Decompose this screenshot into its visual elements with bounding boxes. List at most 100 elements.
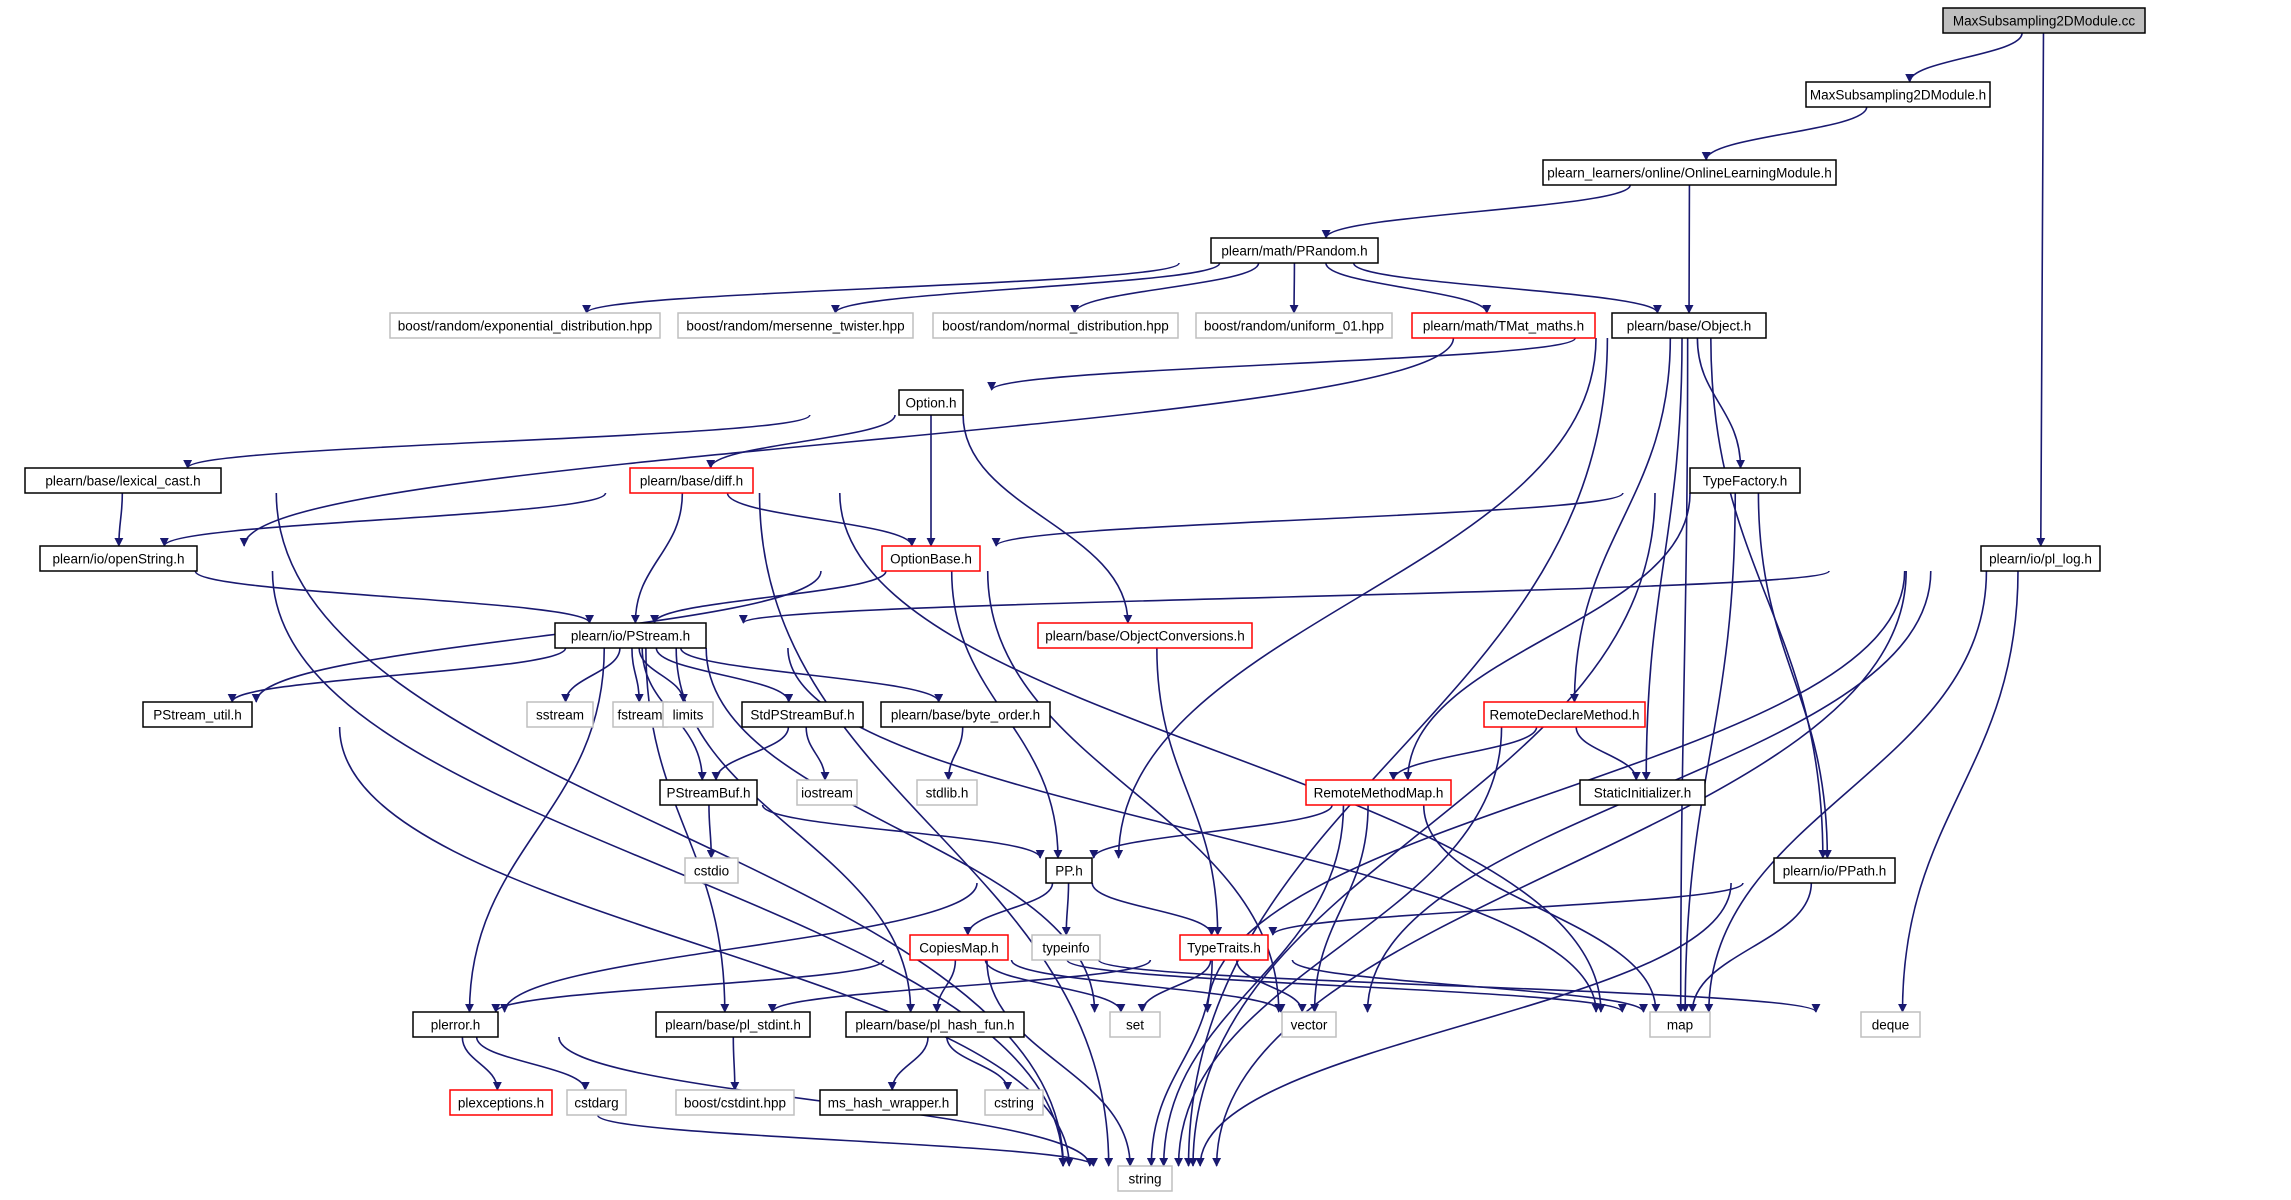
node-box-cstdio	[684, 857, 739, 884]
node-plhash[interactable]: plearn/base/pl_hash_fun.h	[845, 1011, 1025, 1038]
node-rmm[interactable]: RemoteMethodMap.h	[1305, 779, 1452, 806]
node-box-plhash	[845, 1011, 1025, 1038]
node-copiesmap[interactable]: CopiesMap.h	[909, 934, 1009, 961]
edge-diff-to-map	[838, 492, 1606, 1013]
node-optionbase[interactable]: OptionBase.h	[881, 545, 981, 572]
node-box-typefactory	[1689, 467, 1801, 494]
edge-copiesmap-to-string	[986, 959, 1135, 1167]
edge-object-to-option	[987, 337, 1577, 391]
node-box-cstring	[984, 1089, 1044, 1116]
node-pstream[interactable]: plearn/io/PStream.h	[554, 622, 707, 649]
node-pph[interactable]: PP.h	[1045, 857, 1093, 884]
node-root[interactable]: MaxSubsampling2DModule.cc	[1942, 7, 2146, 34]
node-rdm[interactable]: RemoteDeclareMethod.h	[1483, 701, 1646, 728]
node-stdlib[interactable]: stdlib.h	[916, 779, 978, 806]
node-stdpsb[interactable]: StdPStreamBuf.h	[741, 701, 864, 728]
node-label-copiesmap: CopiesMap.h	[919, 941, 999, 956]
node-label-ppath: plearn/io/PPath.h	[1783, 864, 1887, 879]
edge-pllog-to-string	[1212, 570, 1907, 1167]
node-cstring[interactable]: cstring	[984, 1089, 1044, 1116]
edge-typefactory-to-ppath	[1757, 492, 1832, 859]
node-tmat[interactable]: plearn/math/TMat_maths.h	[1411, 312, 1596, 339]
node-byteorder[interactable]: plearn/base/byte_order.h	[880, 701, 1051, 728]
node-box-limits	[662, 701, 714, 728]
edges-layer	[114, 32, 2046, 1167]
node-box-openstring	[39, 545, 198, 572]
node-psbuf[interactable]: PStreamBuf.h	[659, 779, 758, 806]
node-ppath[interactable]: plearn/io/PPath.h	[1773, 857, 1896, 884]
edge-object-to-pph	[1114, 337, 1597, 859]
edge-copiesmap-to-set	[984, 959, 1126, 1013]
node-pstreamutil[interactable]: PStream_util.h	[142, 701, 253, 728]
node-object[interactable]: plearn/base/Object.h	[1611, 312, 1767, 339]
node-label-root: MaxSubsampling2DModule.cc	[1953, 14, 2136, 29]
node-label-plstdint: plearn/base/pl_stdint.h	[665, 1018, 801, 1033]
node-label-fstream: fstream	[617, 708, 662, 723]
node-typetraits[interactable]: TypeTraits.h	[1179, 934, 1269, 961]
edge-pstream-to-sstream	[561, 647, 621, 703]
edge-prandom-to-bmt	[831, 262, 1221, 314]
node-bmt[interactable]: boost/random/mersenne_twister.hpp	[677, 312, 914, 339]
node-label-object: plearn/base/Object.h	[1627, 319, 1752, 334]
edge-objconv-to-typetraits	[1156, 647, 1223, 936]
node-label-byteorder: plearn/base/byte_order.h	[891, 708, 1040, 723]
node-cstdarg[interactable]: cstdarg	[566, 1089, 627, 1116]
node-bexp[interactable]: boost/random/exponential_distribution.hp…	[389, 312, 661, 339]
node-typeinfo[interactable]: typeinfo	[1031, 934, 1101, 961]
node-label-bmt: boost/random/mersenne_twister.hpp	[686, 319, 904, 334]
node-deque[interactable]: deque	[1860, 1011, 1921, 1038]
node-plerror[interactable]: plerror.h	[412, 1011, 499, 1038]
node-pllog[interactable]: plearn/io/pl_log.h	[1980, 545, 2101, 572]
node-label-stdpsb: StdPStreamBuf.h	[750, 708, 854, 723]
node-box-diff	[629, 467, 754, 494]
node-bnorm[interactable]: boost/random/normal_distribution.hpp	[932, 312, 1179, 339]
node-typefactory[interactable]: TypeFactory.h	[1689, 467, 1801, 494]
node-label-psbuf: PStreamBuf.h	[666, 786, 750, 801]
node-bcstdint[interactable]: boost/cstdint.hpp	[675, 1089, 795, 1116]
node-mshash[interactable]: ms_hash_wrapper.h	[819, 1089, 958, 1116]
edge-pstream-to-stdpsb	[655, 647, 794, 703]
edge-object-to-rdm	[1569, 337, 1672, 703]
edge-pstream-to-limits	[638, 647, 688, 703]
node-vector[interactable]: vector	[1281, 1011, 1337, 1038]
node-box-maxh	[1805, 81, 1991, 108]
node-plstdint[interactable]: plearn/base/pl_stdint.h	[655, 1011, 811, 1038]
node-map[interactable]: map	[1649, 1011, 1711, 1038]
edge-pph-to-typeinfo	[1061, 882, 1071, 936]
node-label-pllog: plearn/io/pl_log.h	[1989, 552, 2092, 567]
node-set[interactable]: set	[1109, 1011, 1161, 1038]
node-string[interactable]: string	[1117, 1165, 1173, 1192]
node-box-rmm	[1305, 779, 1452, 806]
node-box-sstream	[526, 701, 594, 728]
node-olm[interactable]: plearn_learners/online/OnlineLearningMod…	[1542, 159, 1837, 186]
node-limits[interactable]: limits	[662, 701, 714, 728]
node-diff[interactable]: plearn/base/diff.h	[629, 467, 754, 494]
node-lexcast[interactable]: plearn/base/lexical_cast.h	[24, 467, 222, 494]
node-fstream[interactable]: fstream	[612, 701, 668, 728]
node-label-cstring: cstring	[994, 1096, 1034, 1111]
node-option[interactable]: Option.h	[898, 389, 964, 416]
node-box-tmat	[1411, 312, 1596, 339]
node-plexceptions[interactable]: plexceptions.h	[449, 1089, 553, 1116]
node-sstream[interactable]: sstream	[526, 701, 594, 728]
node-box-option	[898, 389, 964, 416]
node-box-olm	[1542, 159, 1837, 186]
node-label-map: map	[1667, 1018, 1693, 1033]
node-cstdio[interactable]: cstdio	[684, 857, 739, 884]
edge-rdm-to-rmm	[1388, 726, 1538, 781]
node-box-lexcast	[24, 467, 222, 494]
node-maxh[interactable]: MaxSubsampling2DModule.h	[1805, 81, 1991, 108]
node-label-bnorm: boost/random/normal_distribution.hpp	[942, 319, 1169, 334]
node-label-openstring: plearn/io/openString.h	[52, 552, 184, 567]
node-box-copiesmap	[909, 934, 1009, 961]
edge-maxh-to-olm	[1701, 106, 1868, 161]
node-openstring[interactable]: plearn/io/openString.h	[39, 545, 198, 572]
edge-optionbase-to-pstream	[650, 570, 887, 624]
node-prandom[interactable]: plearn/math/PRandom.h	[1210, 237, 1379, 264]
edge-rdm-to-staticinit	[1575, 726, 1641, 781]
node-staticinit[interactable]: StaticInitializer.h	[1579, 779, 1706, 806]
node-iostream[interactable]: iostream	[796, 779, 858, 806]
node-objconv[interactable]: plearn/base/ObjectConversions.h	[1037, 622, 1253, 649]
node-label-option: Option.h	[905, 396, 956, 411]
node-buni[interactable]: boost/random/uniform_01.hpp	[1195, 312, 1393, 339]
